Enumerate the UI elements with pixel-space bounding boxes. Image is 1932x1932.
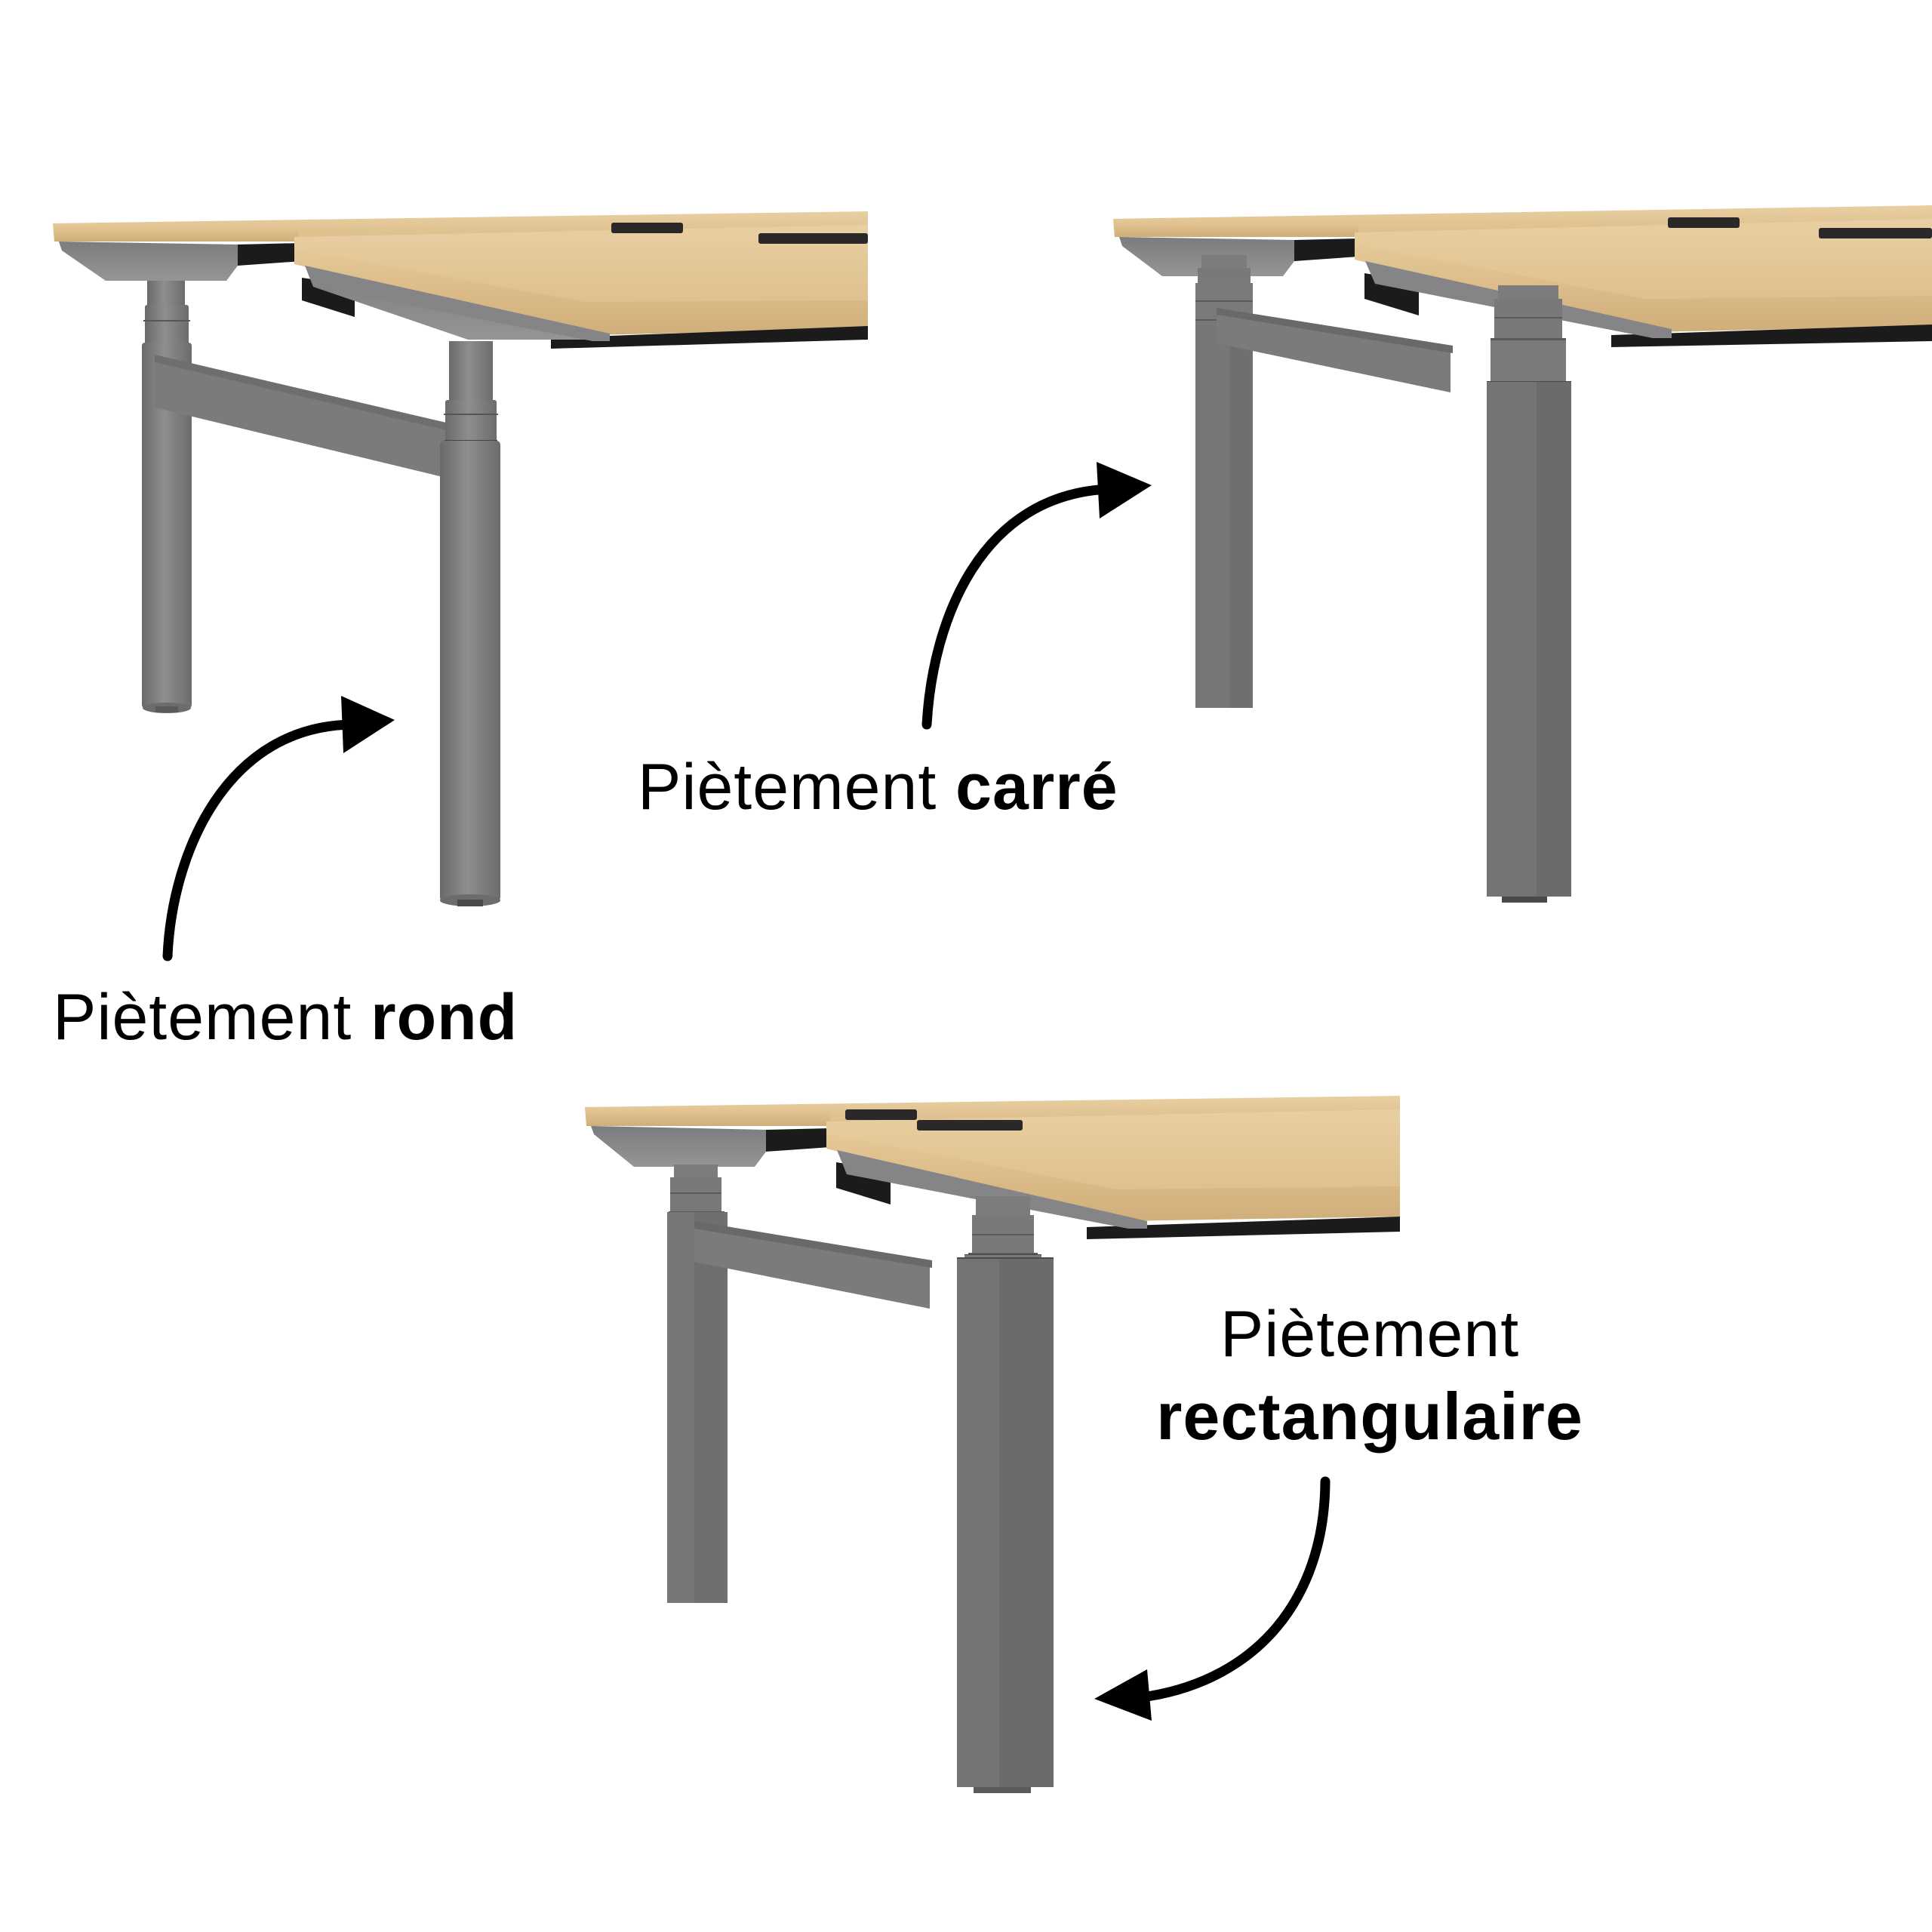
desktop-front bbox=[294, 225, 868, 317]
label-emphasis: rectangulaire bbox=[1156, 1379, 1583, 1454]
label-emphasis: carré bbox=[955, 751, 1118, 823]
arrow-round-icon bbox=[162, 696, 395, 961]
bracket-front bbox=[837, 1150, 1147, 1229]
bracket-back bbox=[59, 242, 238, 281]
label-square-legs: Piètement carré bbox=[638, 755, 1118, 820]
label-prefix: Piètement bbox=[53, 981, 352, 1054]
cable-grommet bbox=[611, 223, 683, 233]
cable-grommet bbox=[845, 1109, 917, 1120]
arrow-square-icon bbox=[921, 462, 1152, 730]
cable-grommet bbox=[917, 1120, 1023, 1131]
cable-grommet bbox=[1668, 217, 1740, 228]
arrow-rectangular-icon bbox=[1094, 1476, 1331, 1721]
desk-square-legs bbox=[1113, 205, 1932, 903]
cable-grommet bbox=[758, 233, 868, 244]
label-round-legs: Piètement rond bbox=[53, 985, 518, 1050]
crossbar bbox=[155, 361, 449, 478]
label-prefix: Piètement bbox=[1220, 1298, 1520, 1371]
label-prefix: Piètement bbox=[638, 751, 937, 823]
desk-rectangular-legs bbox=[585, 1096, 1400, 1793]
desk-round-legs bbox=[53, 211, 868, 906]
label-rectangular-legs: Piètement rectangulaire bbox=[1132, 1302, 1607, 1450]
round-leg-front bbox=[449, 341, 493, 409]
label-emphasis: rond bbox=[371, 981, 518, 1054]
cable-grommet bbox=[1819, 228, 1932, 238]
